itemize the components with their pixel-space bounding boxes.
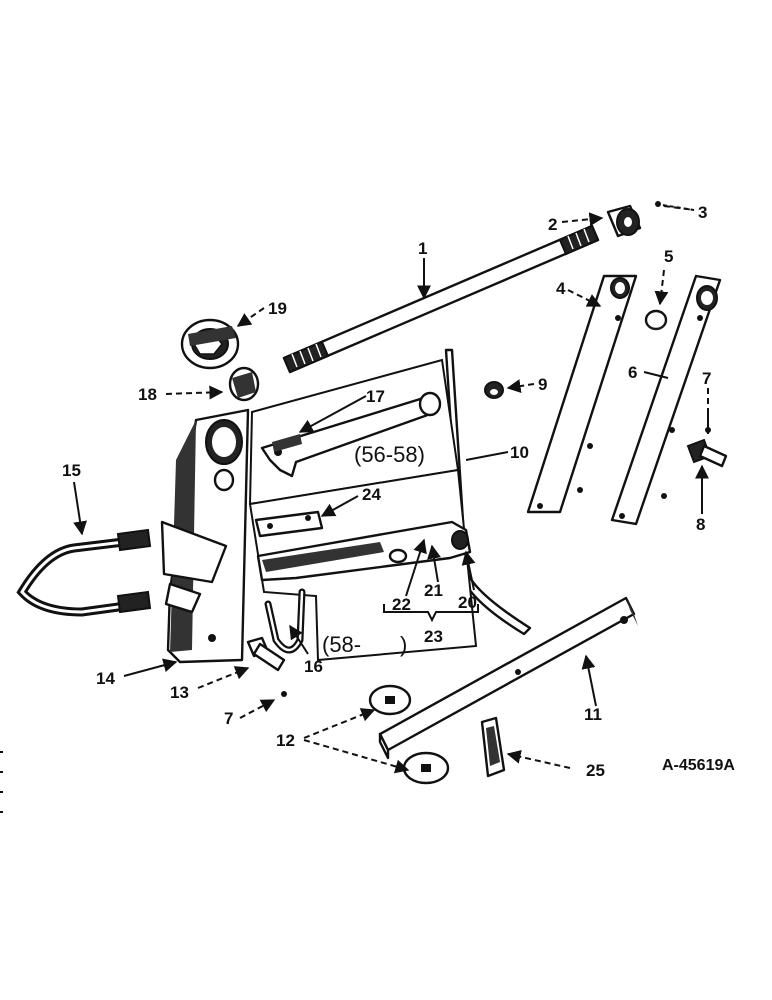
panel-label-58-open: (58- xyxy=(322,632,361,657)
washer-part-12-top xyxy=(368,684,412,716)
panel-label-56-58: (56-58) xyxy=(354,442,425,467)
shim-part-25 xyxy=(480,716,506,778)
leader-lines xyxy=(73,205,709,774)
callout-24: 24 xyxy=(362,485,381,504)
bushing-part-5 xyxy=(644,309,668,331)
callout-21: 21 xyxy=(424,581,443,600)
bushing-part-18 xyxy=(228,366,260,402)
callout-18: 18 xyxy=(138,385,157,404)
callout-17: 17 xyxy=(366,387,385,406)
figure-id: A-45619A xyxy=(662,757,735,774)
edge-marks xyxy=(0,751,3,813)
lever-bar-part-21 xyxy=(256,520,472,582)
callout-7-right: 7 xyxy=(702,369,711,388)
lever-arm-part-17 xyxy=(260,391,442,478)
pin-part-3 xyxy=(655,201,695,211)
callout-25: 25 xyxy=(586,761,605,780)
callout-1: 1 xyxy=(418,239,427,258)
callout-19: 19 xyxy=(268,299,287,318)
square-bar-part-11 xyxy=(378,596,638,760)
bolt-part-13 xyxy=(246,636,286,672)
rod-thread-left xyxy=(282,340,330,374)
panel-label-58-close: ) xyxy=(400,632,407,657)
hex-bearing-part-19 xyxy=(180,318,240,370)
washer-part-12-bottom xyxy=(402,751,450,785)
callout-15: 15 xyxy=(62,461,81,480)
callout-11: 11 xyxy=(584,705,602,724)
callout-numbers: 1 2 3 4 5 6 7 8 9 10 11 12 13 14 15 16 1… xyxy=(62,203,711,780)
bracket-plate-part-4 xyxy=(526,274,638,514)
rod-thread-right xyxy=(558,224,600,256)
bolt-part-8 xyxy=(686,438,728,468)
u-bracket-part-16 xyxy=(264,588,306,654)
callout-14: 14 xyxy=(96,669,115,688)
callout-4: 4 xyxy=(556,279,566,298)
bracket-plate-part-6 xyxy=(610,274,722,526)
cotter-pin-part-7-right xyxy=(705,408,711,434)
callout-3: 3 xyxy=(698,203,707,222)
callout-13: 13 xyxy=(170,683,189,702)
callout-6: 6 xyxy=(628,363,637,382)
callout-12: 12 xyxy=(276,731,295,750)
callout-23: 23 xyxy=(424,627,443,646)
vertical-bracket-part-14 xyxy=(160,408,250,664)
threaded-rod-part-1 xyxy=(282,224,600,374)
callout-8: 8 xyxy=(696,515,705,534)
callout-5: 5 xyxy=(664,247,673,266)
callout-10: 10 xyxy=(510,443,529,462)
u-bolt-part-15 xyxy=(16,528,152,617)
spacer-part-2 xyxy=(606,204,642,238)
cotter-pin-part-7-left xyxy=(281,691,287,697)
callout-2: 2 xyxy=(548,215,557,234)
callout-20: 20 xyxy=(458,593,477,612)
clip-part-9 xyxy=(484,381,504,399)
callout-7-left: 7 xyxy=(224,709,233,728)
callout-22: 22 xyxy=(392,595,411,614)
callout-16: 16 xyxy=(304,657,323,676)
small-plate-part-24 xyxy=(254,510,324,538)
callout-9: 9 xyxy=(538,375,547,394)
